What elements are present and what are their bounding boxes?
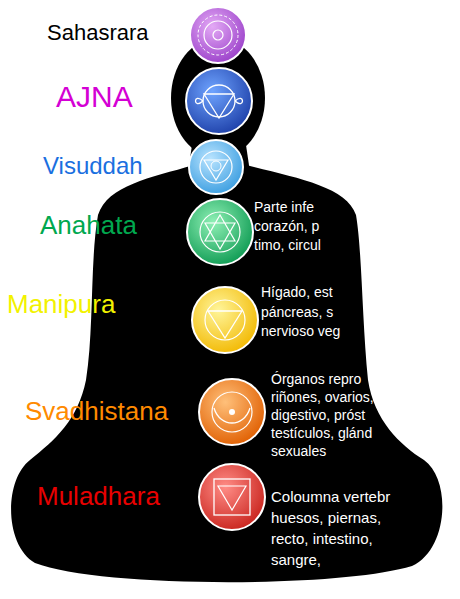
organ-note: sangre,: [271, 552, 321, 569]
organ-note: corazón, p: [254, 219, 319, 234]
organ-note: riñones, ovarios,: [271, 390, 374, 405]
chakra-name: AJNA: [56, 80, 133, 113]
organ-note: nervioso veg: [261, 324, 340, 339]
organ-note: digestivo, próst: [271, 408, 365, 423]
organ-note: huesos, piernas,: [271, 510, 381, 527]
organ-note: páncreas, s: [261, 305, 333, 320]
organ-note: sexuales: [271, 444, 326, 459]
manipura-symbol: [192, 287, 258, 353]
chakra-circles: [186, 7, 265, 530]
organ-note: Coloumna vertebr: [271, 489, 390, 506]
ajna-symbol: [186, 68, 252, 134]
sahasrara-symbol: [190, 7, 246, 63]
organ-note: Hígado, est: [261, 285, 333, 300]
anahata-symbol: [187, 199, 253, 265]
organ-note: timo, circul: [254, 238, 321, 253]
organ-note: testículos, glánd: [271, 426, 372, 441]
chakra-name: Anahata: [40, 211, 137, 240]
muladhara-symbol: [199, 464, 265, 530]
svadhistana-symbol: [199, 379, 265, 445]
chakra-name: Manipura: [7, 290, 115, 319]
chakra-name: Sahasrara: [47, 21, 149, 45]
organ-note: Parte infe: [254, 200, 314, 215]
organ-note: recto, intestino,: [271, 531, 373, 548]
visuddah-symbol: [189, 140, 243, 194]
chakra-name: Svadhistana: [25, 397, 168, 426]
chakra-name: Visuddah: [43, 153, 143, 179]
chakra-name: Muladhara: [37, 482, 160, 511]
organ-note: Órganos repro: [271, 372, 361, 387]
